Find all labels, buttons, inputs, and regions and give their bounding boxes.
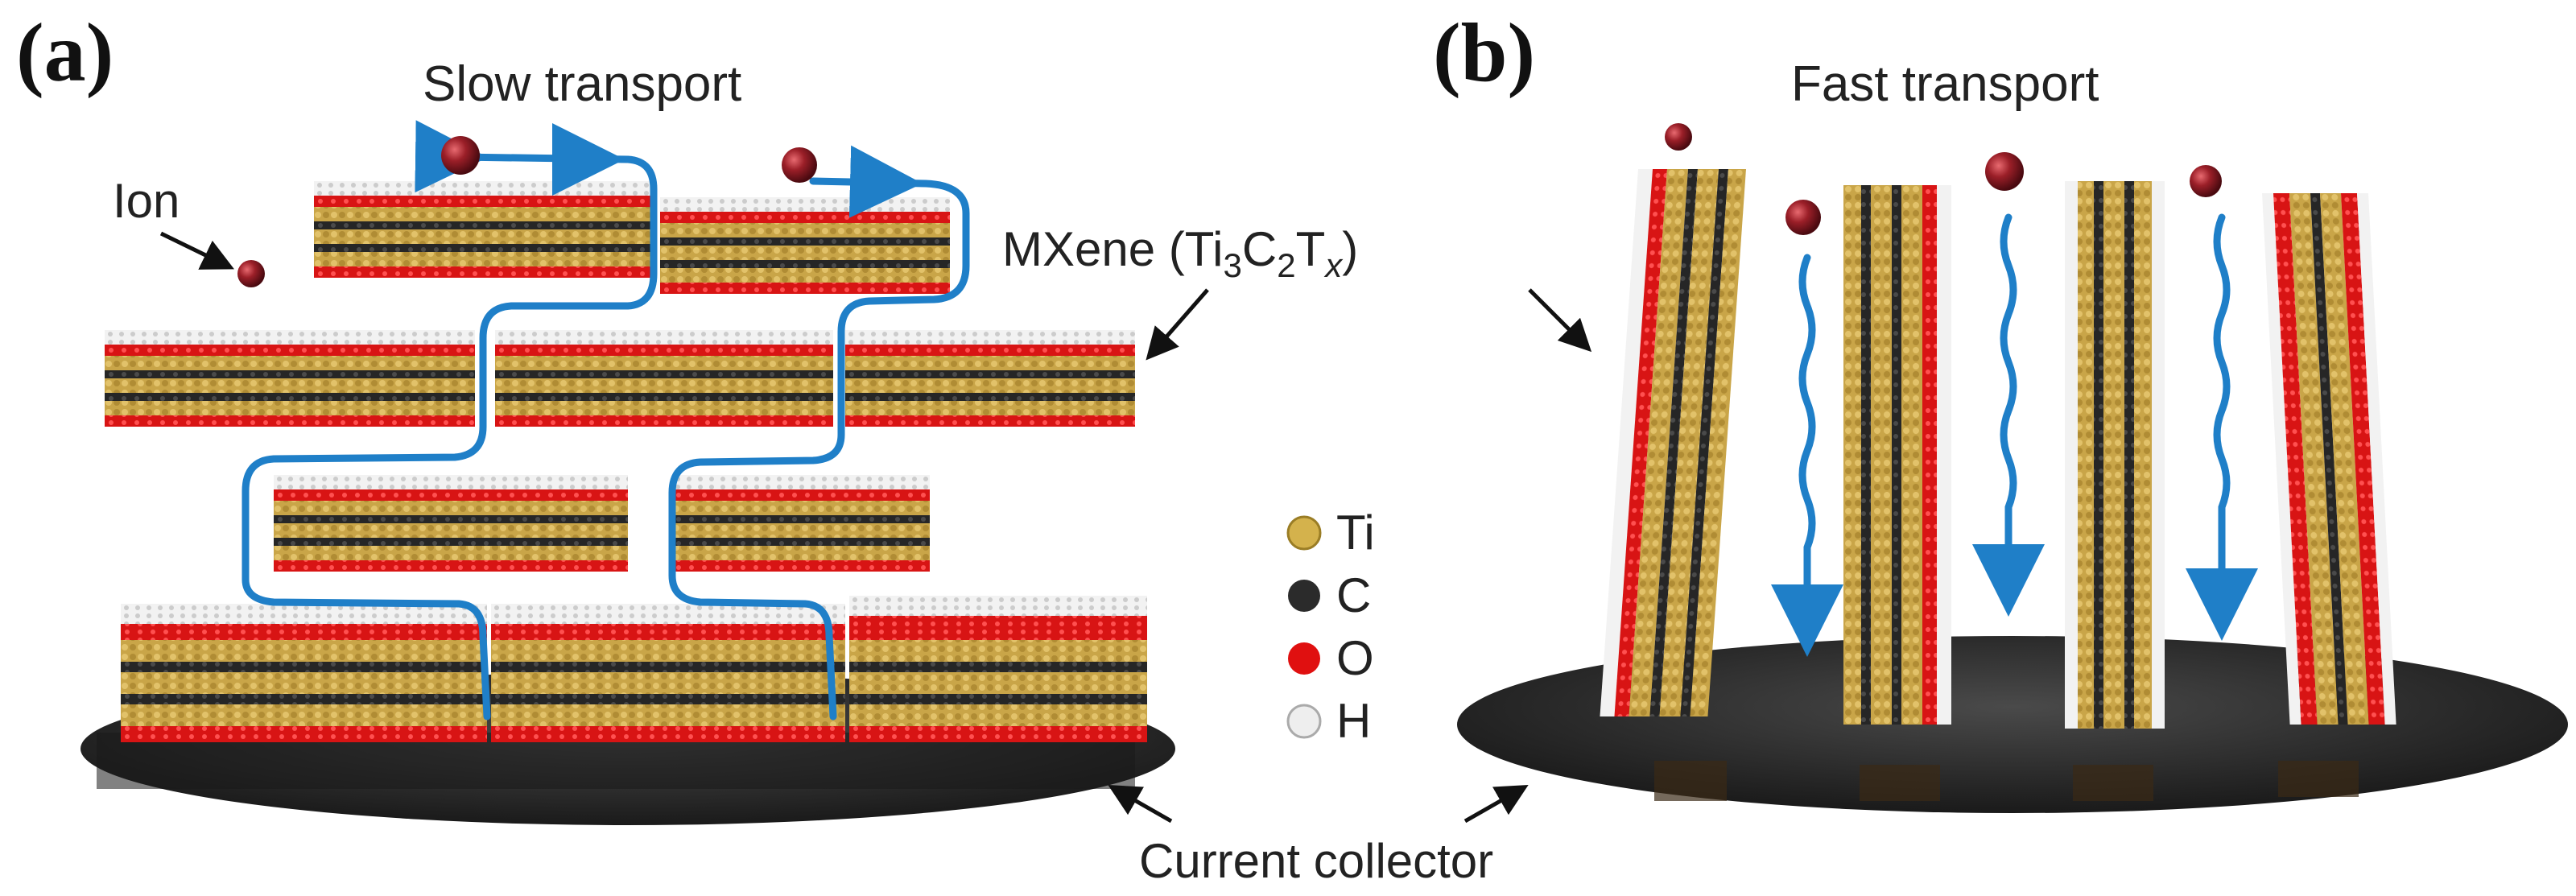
ion — [2190, 165, 2222, 197]
legend-item-o: O — [1288, 631, 1374, 685]
mxene-vertical-flake — [1843, 185, 1951, 725]
transport-path-right — [668, 177, 970, 721]
mxene-stack-row2 — [105, 330, 1135, 427]
current-collector-label: Current collector — [1139, 834, 1493, 888]
panel-a: (a) Slow transport — [16, 6, 1592, 825]
legend-item-ti: Ti — [1286, 506, 1375, 559]
mxene-flake — [845, 330, 1135, 427]
fast-transport-arrow — [1771, 254, 1843, 657]
collector-pointer-arrow-b — [1463, 785, 1529, 824]
ion — [1985, 152, 2024, 191]
ion — [782, 147, 817, 183]
mxene-pointer-arrow-b — [1528, 288, 1592, 353]
mxene-vertical-flake — [2262, 193, 2396, 725]
panel-a-title: Slow transport — [423, 56, 741, 112]
flake-shadows — [1654, 761, 2359, 801]
panel-b-label: (b) — [1433, 6, 1535, 99]
ions-a — [237, 136, 817, 287]
fast-transport-arrow — [2186, 213, 2258, 641]
panel-b-title: Fast transport — [1791, 56, 2099, 112]
mxene-flake — [660, 197, 950, 294]
ion — [1665, 123, 1692, 151]
mxene-stack-bottom — [121, 596, 1147, 742]
mxene-flake — [491, 604, 845, 742]
ion-pointer-arrow — [159, 231, 234, 270]
mxene-vertical-flake — [1600, 169, 1746, 716]
ion — [441, 136, 480, 175]
legend-label-ti: Ti — [1336, 506, 1375, 559]
transport-path-right-head — [848, 145, 923, 218]
mxene-vertical-flake — [2065, 181, 2165, 729]
element-legend: Ti C O H — [1286, 506, 1375, 748]
mxene-flake — [121, 604, 487, 742]
ion — [237, 260, 265, 287]
slow-transport-paths — [242, 120, 970, 721]
mxene-flake — [849, 596, 1147, 742]
legend-label-o: O — [1336, 631, 1374, 685]
panel-a-label: (a) — [16, 6, 114, 99]
mxene-flake — [105, 330, 475, 427]
collector-pointer-arrow-a — [1108, 785, 1173, 824]
mxene-flake — [274, 475, 628, 572]
transport-path-left — [242, 120, 658, 721]
mxene-flake — [672, 475, 930, 572]
mxene-stack-row1 — [314, 181, 950, 294]
mxene-pointer-arrow-a — [1146, 288, 1209, 361]
fast-transport-arrows — [1771, 213, 2258, 657]
ions-b — [1665, 123, 2222, 235]
legend-item-c: C — [1288, 568, 1371, 622]
collector-annotation: Current collector — [1108, 785, 1529, 888]
legend-label-h: H — [1336, 694, 1371, 748]
ion — [1785, 200, 1821, 235]
mxene-stack-row3 — [274, 475, 930, 572]
mxene-flake — [314, 181, 652, 278]
ion-label: Ion — [113, 174, 180, 228]
legend-item-h: H — [1286, 694, 1371, 748]
panel-b: (b) Fast transport — [1433, 6, 2568, 813]
fast-transport-arrow — [1972, 213, 2045, 617]
legend-label-c: C — [1336, 568, 1371, 622]
mxene-label: MXene (Ti3C2Tx) — [1002, 222, 1358, 284]
mxene-flake — [495, 330, 833, 427]
